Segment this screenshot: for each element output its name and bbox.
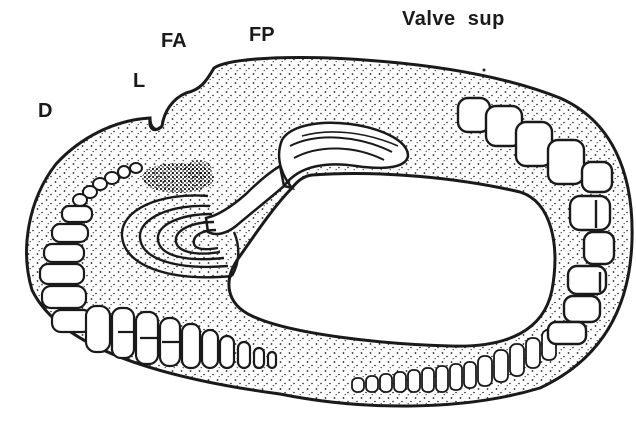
dense-tissue-2	[184, 160, 212, 180]
label-fp: FP	[249, 24, 275, 47]
label-fa: FA	[161, 30, 187, 53]
label-l: L	[133, 70, 145, 93]
label-d: D	[38, 100, 52, 123]
speck	[483, 69, 486, 72]
label-valve-sup: Valve sup	[402, 8, 505, 31]
